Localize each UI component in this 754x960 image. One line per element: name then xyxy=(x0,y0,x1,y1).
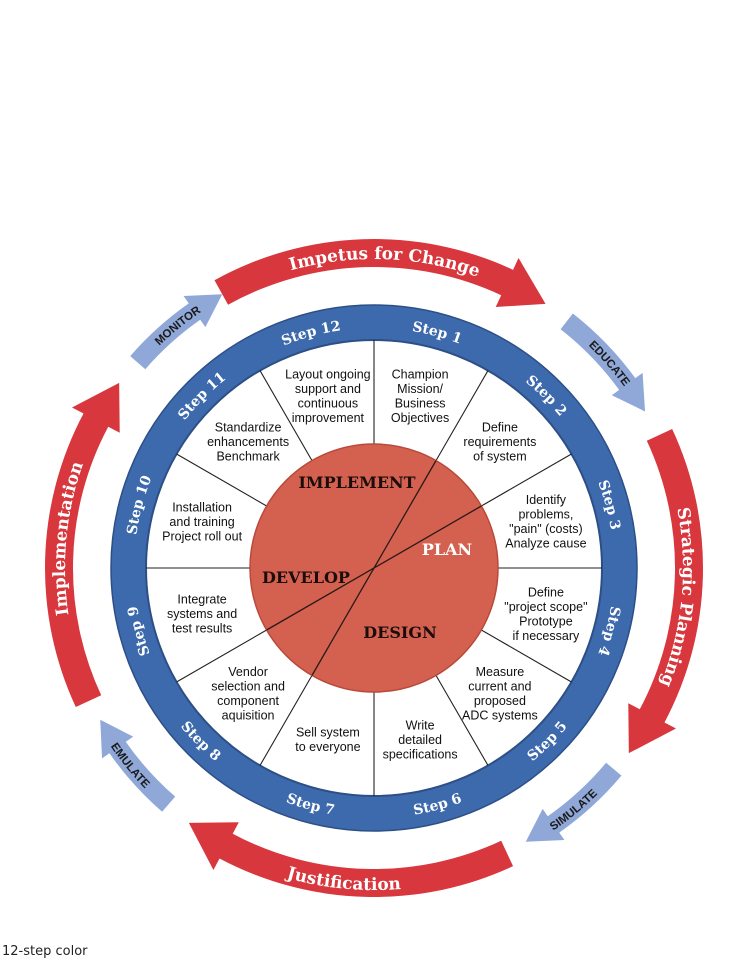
phase-arrow-label: Implementation xyxy=(50,459,88,617)
step-ring xyxy=(111,305,637,831)
segment-divider xyxy=(481,629,572,683)
phase-develop: DEVELOP xyxy=(262,568,350,587)
blue-transition-arrow xyxy=(130,294,223,370)
transition-label: SIMULATE xyxy=(548,787,600,833)
phase-plan: PLAN xyxy=(422,540,472,559)
phase-design: DESIGN xyxy=(363,623,436,642)
blue-transition-arrow xyxy=(525,762,622,842)
phase-implement: IMPLEMENT xyxy=(298,473,415,492)
segment-divider xyxy=(481,453,572,507)
segment-divider xyxy=(176,629,267,683)
segment-dividers xyxy=(146,340,602,796)
center-divider-lines xyxy=(266,460,482,676)
segment-divider xyxy=(435,370,489,461)
segment-divider xyxy=(259,370,313,461)
ring-outer-edge xyxy=(110,304,638,832)
red-phase-arrow xyxy=(214,238,546,307)
figure-caption: 12-step color xyxy=(2,944,88,959)
segment-divider xyxy=(259,675,313,766)
segment-divider xyxy=(176,453,267,507)
blue-transition-arrow xyxy=(560,313,646,412)
blue-transition-arrow xyxy=(100,719,176,812)
phase-divider xyxy=(266,505,482,631)
segment-divider xyxy=(435,675,489,766)
red-phase-arrow xyxy=(188,822,514,897)
red-phase-arrow xyxy=(45,382,120,708)
red-phase-arrow xyxy=(628,428,703,754)
